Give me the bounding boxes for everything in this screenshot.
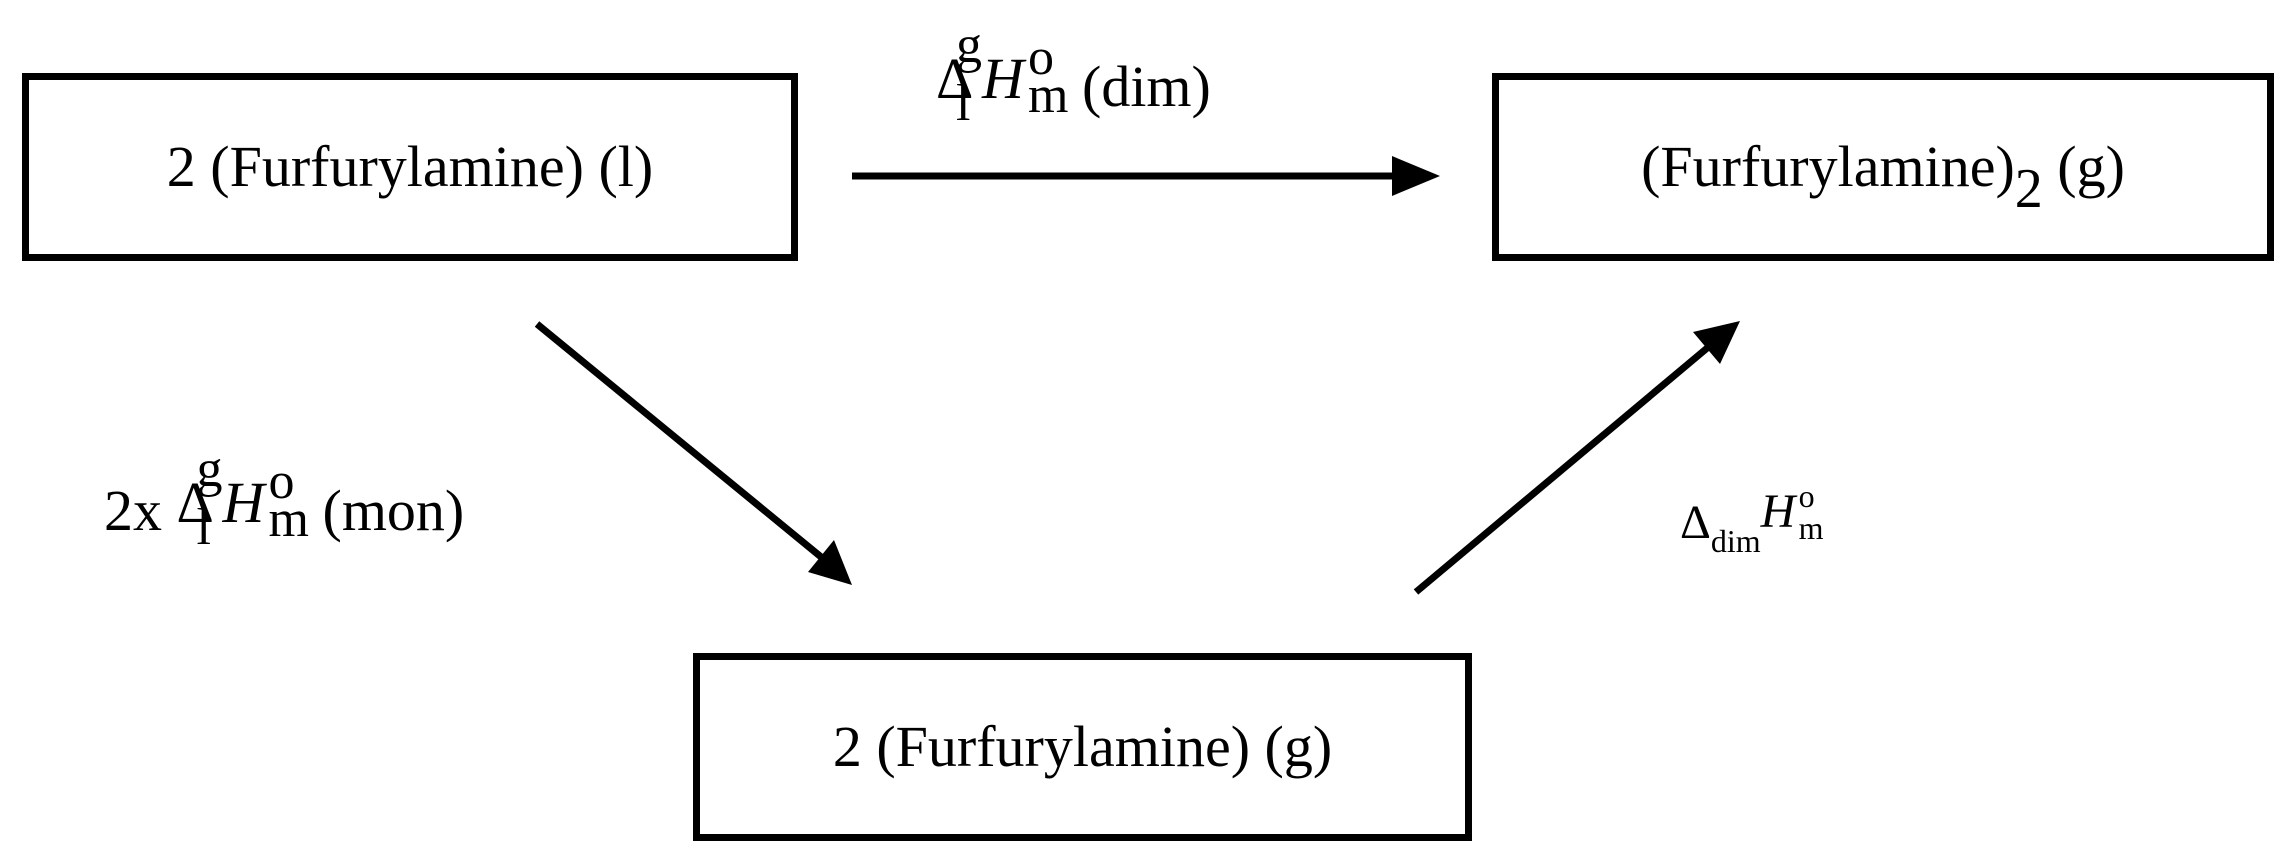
delta-subscript: l	[196, 499, 211, 556]
box-dimer-phase: (g)	[2042, 134, 2125, 199]
label-vaporization-enthalpy-monomer: 2x Δ g l H o m (mon)	[104, 444, 465, 554]
arrow-left-diagonal	[534, 321, 852, 585]
label-dimerization-enthalpy: Δdim H o m	[1680, 480, 1841, 557]
delta-subscript: l	[956, 75, 971, 132]
label-prefix: 2x	[104, 478, 177, 543]
delta-symbol: Δ	[1680, 496, 1711, 549]
enthalpy-symbol: H	[222, 470, 265, 535]
arrow-right-diagonal	[1413, 321, 1740, 595]
box-dimer-subscript: 2	[2014, 158, 2043, 220]
delta-superscript: g	[956, 17, 982, 74]
enthalpy-superscript: o	[1798, 478, 1815, 514]
box-furfurylamine-dimer-gas: (Furfurylamine)2 (g)	[1492, 73, 2274, 261]
delta-symbol: Δ	[176, 470, 214, 535]
enthalpy-superscript: o	[268, 453, 295, 510]
box-furfurylamine-gas: 2 (Furfurylamine) (g)	[693, 653, 1472, 841]
label-tail: (mon)	[322, 478, 465, 543]
delta-subscript: dim	[1710, 523, 1761, 559]
enthalpy-subscript: m	[268, 491, 309, 548]
enthalpy-subscript: m	[1798, 510, 1824, 546]
label-vaporization-enthalpy-dimer: Δ g l H o m (dim)	[936, 20, 1211, 130]
box-dimer-main-text: (Furfurylamine)	[1641, 134, 2015, 199]
box-furfurylamine-liquid-text: 2 (Furfurylamine) (l)	[166, 134, 654, 199]
enthalpy-subscript: m	[1028, 67, 1069, 124]
box-furfurylamine-liquid: 2 (Furfurylamine) (l)	[22, 73, 798, 261]
label-tail: (dim)	[1082, 54, 1211, 119]
delta-superscript: g	[196, 441, 223, 498]
enthalpy-symbol: H	[1760, 485, 1796, 538]
box-furfurylamine-gas-text: 2 (Furfurylamine) (g)	[832, 714, 1333, 779]
arrow-top	[852, 156, 1440, 196]
delta-symbol: Δ	[936, 46, 974, 111]
enthalpy-superscript: o	[1028, 29, 1054, 86]
enthalpy-symbol: H	[982, 46, 1024, 111]
